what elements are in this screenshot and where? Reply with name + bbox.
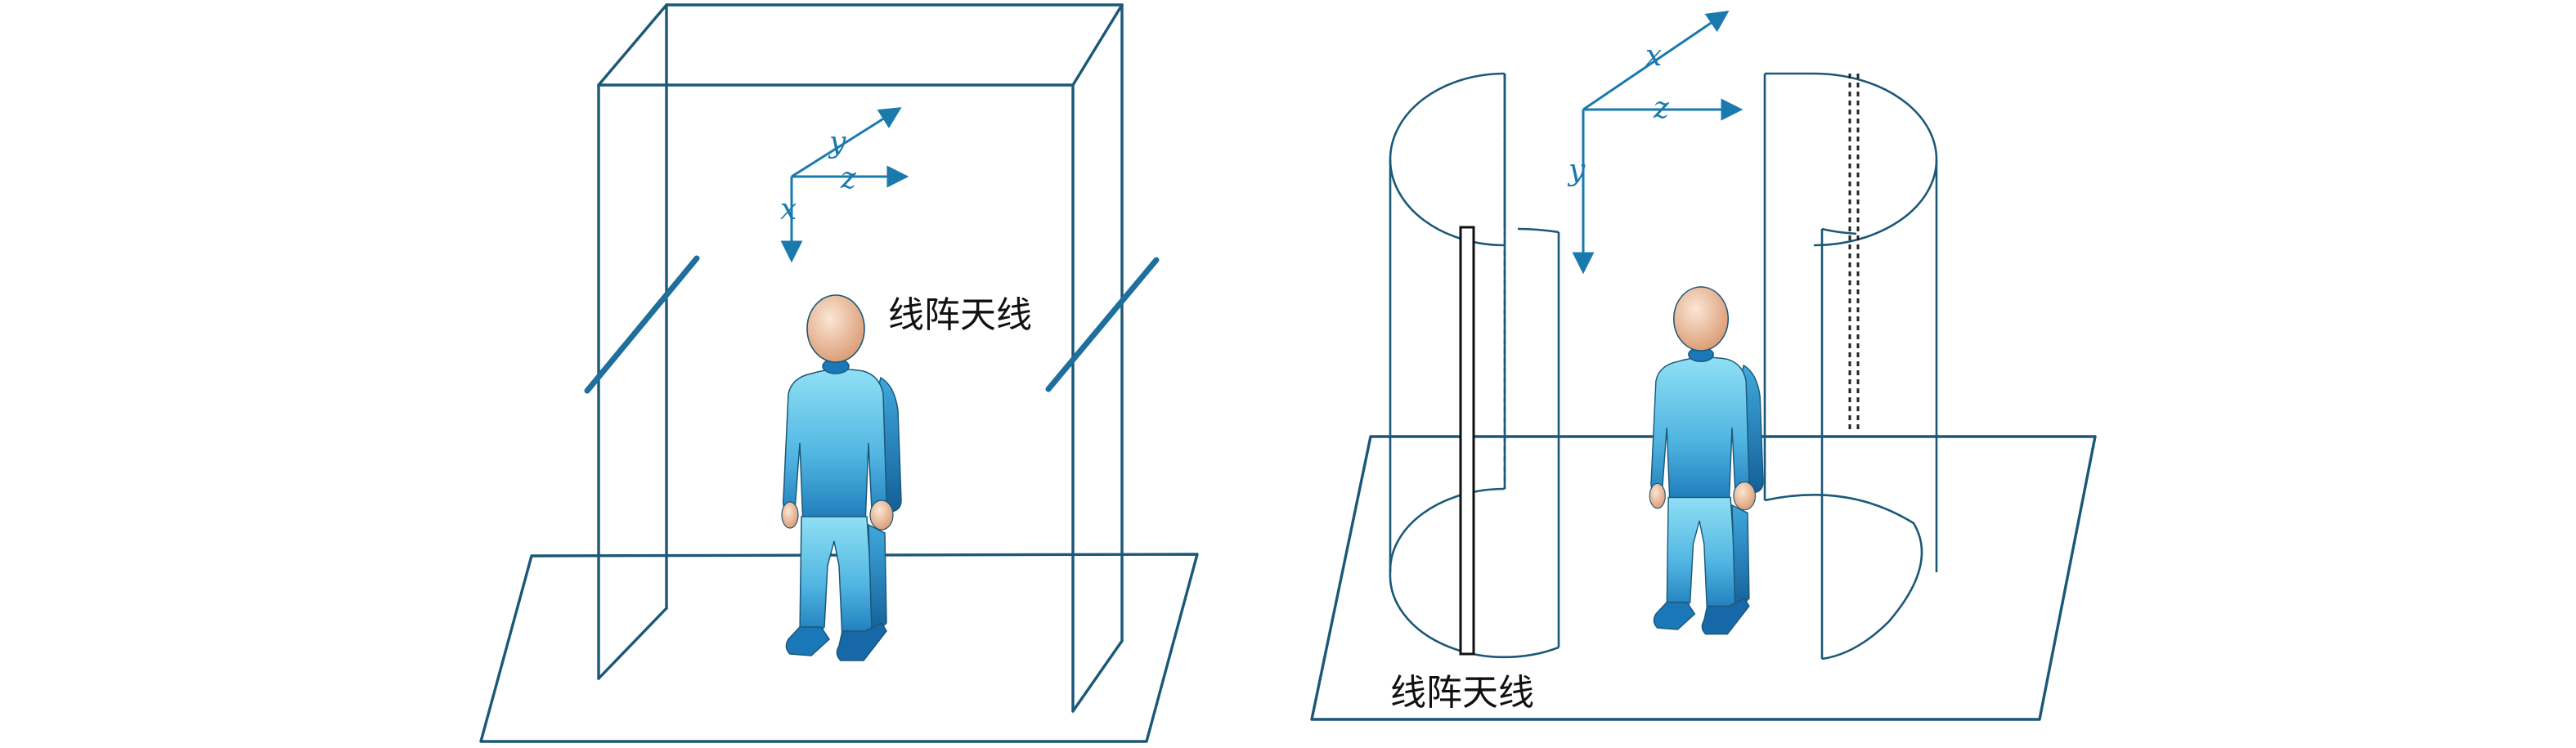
left-panel: y z x 线阵天线 [479, 3, 1199, 743]
left-person-figure [781, 294, 902, 661]
left-axis-y-label: y [828, 126, 846, 159]
right-antenna-bar [1459, 226, 1475, 656]
right-person-figure [1649, 286, 1764, 635]
right-panel: x z y 线阵天线 [1310, 10, 2097, 721]
right-floor-plane [1310, 435, 2097, 721]
right-antenna-label: 线阵天线 [1390, 672, 1534, 714]
right-left-half-cylinder [1389, 72, 1560, 659]
left-axes: y z x [780, 107, 909, 263]
right-right-half-cylinder [1763, 72, 1938, 661]
left-axis-z-label: z [840, 162, 857, 195]
left-antenna-array-left [584, 255, 700, 394]
right-axis-x-label: x [1645, 39, 1662, 73]
left-antenna-label: 线阵天线 [888, 294, 1032, 336]
right-axes: x z y [1567, 10, 1744, 275]
left-floor-plane [479, 553, 1199, 743]
left-portal-frame [597, 3, 1124, 713]
right-axis-y-label: y [1567, 154, 1586, 187]
right-axis-z-label: z [1653, 92, 1670, 125]
left-axis-x-label: x [780, 193, 797, 226]
left-antenna-array-right [1045, 257, 1160, 392]
